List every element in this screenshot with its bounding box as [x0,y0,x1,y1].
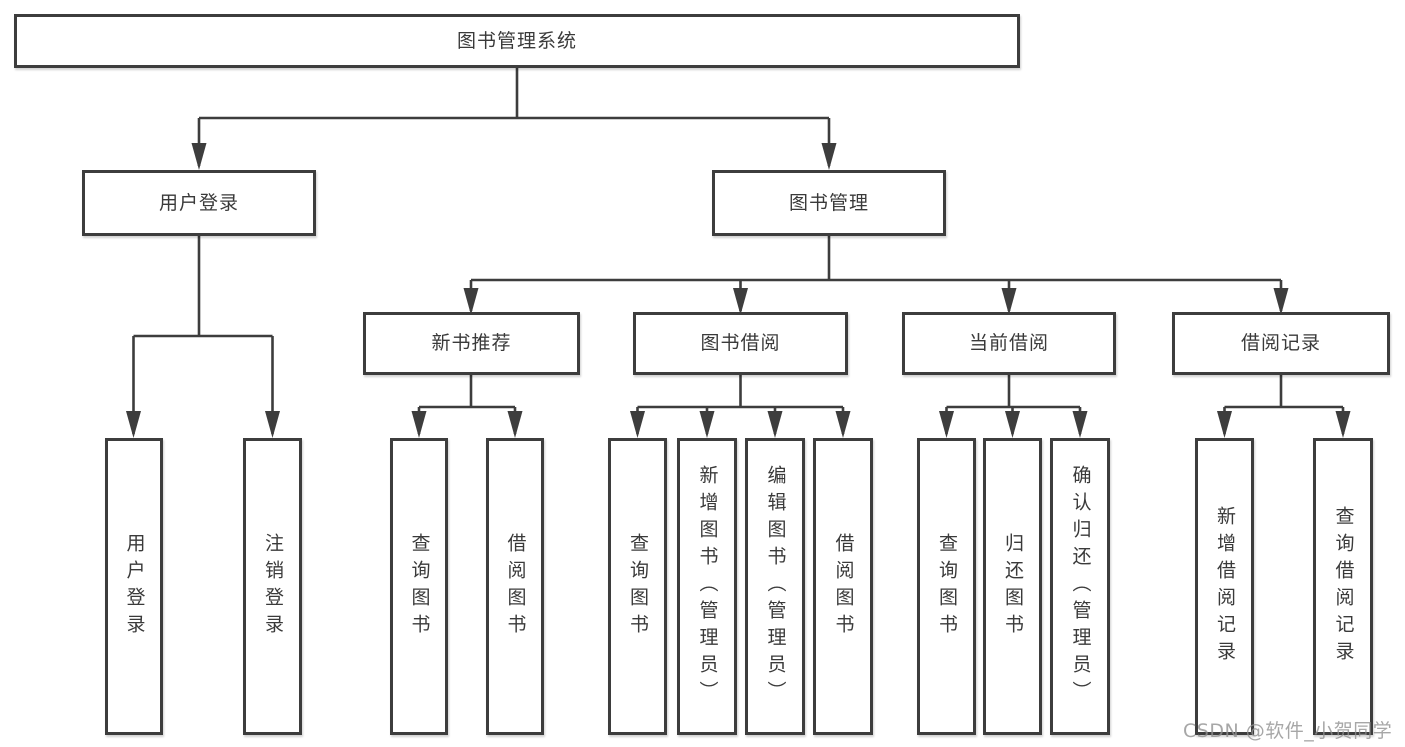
node-leaf-user-login: 用户登录 [105,438,163,735]
node-leaf-borrow-books-1: 借阅图书 [486,438,544,735]
node-leaf-query-borrow-record: 查询借阅记录 [1313,438,1373,735]
node-leaf-confirm-return-admin: 确认归还（管理员） [1050,438,1110,735]
node-leaf-edit-books-admin: 编辑图书（管理员） [745,438,805,735]
connector-group-book-borrowing [630,375,851,438]
node-borrowing-records: 借阅记录 [1172,312,1390,375]
node-leaf-query-books-3: 查询图书 [917,438,976,735]
node-system-root: 图书管理系统 [14,14,1020,68]
connector-group-book-management [463,236,1289,315]
node-leaf-logout: 注销登录 [243,438,302,735]
connector-group-root [191,68,837,170]
connector-group-new-book [411,375,523,438]
watermark: CSDN @软件_小贺同学 [1183,720,1393,742]
connector-group-borrowing-records [1217,375,1351,438]
connector-group-current-borrowing [939,375,1088,438]
node-current-borrowing: 当前借阅 [902,312,1116,375]
node-leaf-query-books-2: 查询图书 [608,438,667,735]
node-leaf-query-books-1: 查询图书 [390,438,448,735]
node-book-borrowing: 图书借阅 [633,312,848,375]
node-new-book-recommendation: 新书推荐 [363,312,580,375]
node-leaf-add-borrow-record: 新增借阅记录 [1195,438,1254,735]
node-user-login: 用户登录 [82,170,316,236]
connector-group-user-login [126,236,280,438]
node-leaf-add-books-admin: 新增图书（管理员） [677,438,737,735]
node-book-management: 图书管理 [712,170,946,236]
node-leaf-return-books: 归还图书 [983,438,1042,735]
node-leaf-borrow-books-2: 借阅图书 [813,438,873,735]
